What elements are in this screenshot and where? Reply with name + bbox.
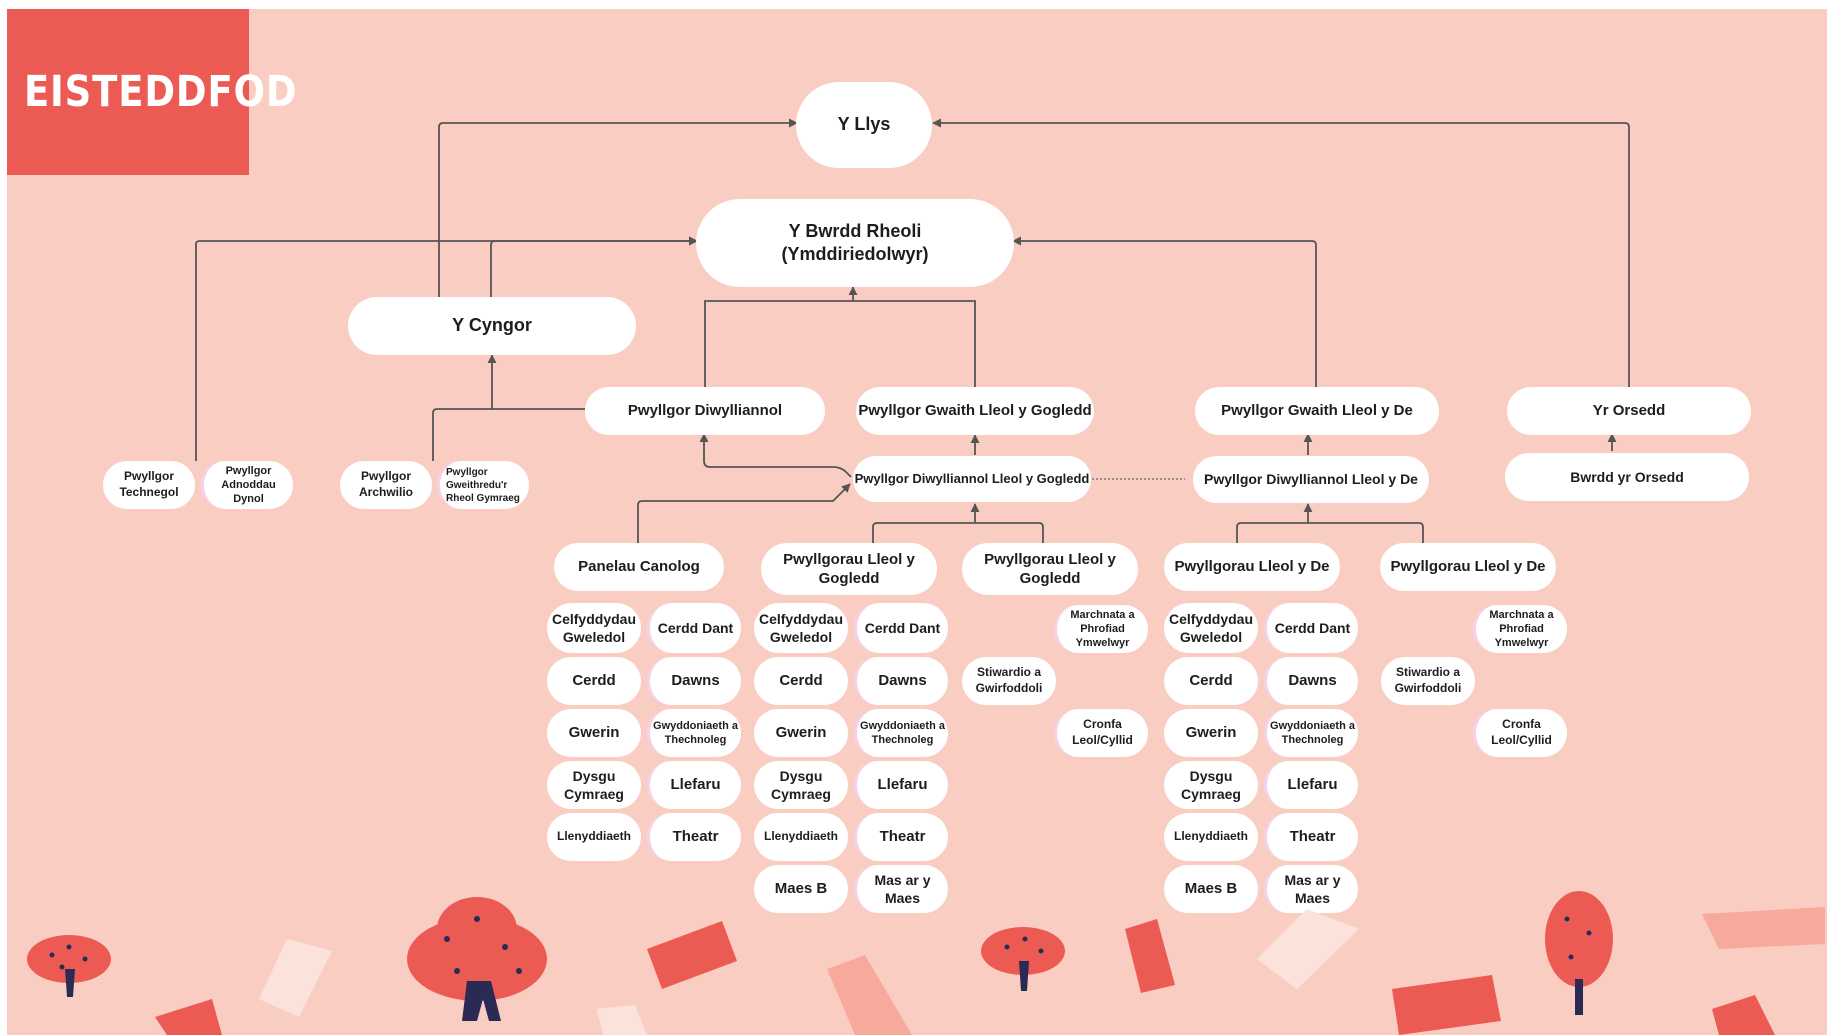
line-dg-diwylliannol — [699, 433, 852, 478]
panel-theatr-d: Theatr — [1264, 813, 1358, 861]
line-cyngor-llys — [438, 118, 798, 297]
panel-theatr-a: Theatr — [647, 813, 741, 861]
node-lleol-gogledd-a: Pwyllgorau Lleol y Gogledd — [761, 543, 937, 595]
node-pwyllgor-diwylliannol: Pwyllgor Diwylliannol — [585, 387, 825, 435]
panel-cerdd-b: Cerdd — [754, 657, 848, 705]
panel-celf-d: Celfyddydau Gweledol — [1164, 603, 1258, 653]
local-stiwardio-c: Stiwardio a Gwirfoddoli — [962, 657, 1056, 705]
node-gwaith-gogledd: Pwyllgor Gwaith Lleol y Gogledd — [856, 387, 1094, 435]
line-gwaithde-bwrdd — [1012, 236, 1317, 387]
panel-gwyddoniaeth-d: Gwyddoniaeth a Thechnoleg — [1264, 709, 1358, 757]
line-technegol-bwrdd — [195, 236, 698, 461]
node-diwylliannol-gogledd: Pwyllgor Diwylliannol Lleol y Gogledd — [853, 456, 1091, 502]
line-bracket-de — [1236, 522, 1424, 543]
line-bracket-gogledd — [872, 522, 1044, 543]
node-panelau-canolog: Panelau Canolog — [554, 543, 724, 591]
panel-cerdd-a: Cerdd — [547, 657, 641, 705]
panel-maes-b-b: Maes B — [754, 865, 848, 913]
node-lleol-de-a: Pwyllgorau Lleol y De — [1164, 543, 1340, 591]
line-bracket-bwrdd — [704, 300, 976, 387]
panel-llenyddiaeth-b: Llenyddiaeth — [754, 813, 848, 861]
node-gwaith-de: Pwyllgor Gwaith Lleol y De — [1195, 387, 1439, 435]
tree-icon-3 — [981, 927, 1065, 991]
panel-maes-b-d: Maes B — [1164, 865, 1258, 913]
line-diwylliannol-cyngor — [487, 354, 585, 410]
node-lleol-gogledd-b: Pwyllgorau Lleol y Gogledd — [962, 543, 1138, 595]
panel-dysgu-a: Dysgu Cymraeg — [547, 761, 641, 809]
node-y-cyngor: Y Cyngor — [348, 297, 636, 355]
panel-celf-a: Celfyddydau Gweledol — [547, 603, 641, 653]
panel-llenyddiaeth-d: Llenyddiaeth — [1164, 813, 1258, 861]
panel-theatr-b: Theatr — [854, 813, 948, 861]
line-orsedd-llys — [932, 118, 1630, 387]
tree-icon-4 — [1545, 891, 1613, 1015]
local-marchnata-c: Marchnata a Phrofiad Ymwelwyr — [1054, 605, 1148, 653]
panel-mas-d: Mas ar y Maes — [1264, 865, 1358, 913]
node-archwilio: Pwyllgor Archwilio — [340, 461, 432, 509]
local-cronfa-c: Cronfa Leol/Cyllid — [1054, 709, 1148, 757]
panel-gwerin-d: Gwerin — [1164, 709, 1258, 757]
panel-cerdd-dant-b: Cerdd Dant — [854, 603, 948, 653]
panel-dysgu-b: Dysgu Cymraeg — [754, 761, 848, 809]
panel-llenyddiaeth-a: Llenyddiaeth — [547, 813, 641, 861]
panel-gwyddoniaeth-b: Gwyddoniaeth a Thechnoleg — [854, 709, 948, 757]
panel-dawns-b: Dawns — [854, 657, 948, 705]
local-cronfa-e: Cronfa Leol/Cyllid — [1473, 709, 1567, 757]
node-lleol-de-b: Pwyllgorau Lleol y De — [1380, 543, 1556, 591]
panel-celf-b: Celfyddydau Gweledol — [754, 603, 848, 653]
panel-gwerin-a: Gwerin — [547, 709, 641, 757]
confetti-shapes — [155, 907, 1825, 1035]
line-panelau-dg — [637, 483, 851, 543]
tree-icon-2 — [407, 897, 547, 1021]
diagram-canvas: EISTEDDFOD — [7, 9, 1827, 1035]
node-adnoddau-dynol: Pwyllgor Adnoddau Dynol — [201, 461, 293, 509]
line-archwilio-cyngor — [432, 408, 492, 461]
node-y-llys: Y Llys — [796, 82, 932, 168]
panel-dawns-a: Dawns — [647, 657, 741, 705]
panel-gwerin-b: Gwerin — [754, 709, 848, 757]
panel-llefaru-b: Llefaru — [854, 761, 948, 809]
node-bwrdd-yr-orsedd: Bwrdd yr Orsedd — [1505, 453, 1749, 501]
node-yr-orsedd: Yr Orsedd — [1507, 387, 1751, 435]
connector-lines — [195, 118, 1630, 543]
node-bwrdd-rheoli-line1: Y Bwrdd Rheoli — [788, 220, 922, 241]
panel-llefaru-d: Llefaru — [1264, 761, 1358, 809]
panel-cerdd-dant-d: Cerdd Dant — [1264, 603, 1358, 653]
panel-dawns-d: Dawns — [1264, 657, 1358, 705]
line-cyngor-bwrdd — [490, 236, 698, 297]
local-stiwardio-e: Stiwardio a Gwirfoddoli — [1381, 657, 1475, 705]
decorative-footer — [27, 891, 1825, 1035]
tree-icon-1 — [27, 935, 111, 997]
node-gweithredu-rheol: Pwyllgor Gweithredu'r Rheol Gymraeg — [437, 461, 529, 509]
panel-cerdd-dant-a: Cerdd Dant — [647, 603, 741, 653]
panel-llefaru-a: Llefaru — [647, 761, 741, 809]
panel-mas-b: Mas ar y Maes — [854, 865, 948, 913]
node-technegol: Pwyllgor Technegol — [103, 461, 195, 509]
local-marchnata-e: Marchnata a Phrofiad Ymwelwyr — [1473, 605, 1567, 653]
panel-cerdd-d: Cerdd — [1164, 657, 1258, 705]
node-diwylliannol-de: Pwyllgor Diwylliannol Lleol y De — [1193, 456, 1429, 503]
panel-gwyddoniaeth-a: Gwyddoniaeth a Thechnoleg — [647, 709, 741, 757]
node-bwrdd-rheoli: Y Bwrdd Rheoli (Ymddiriedolwyr) — [696, 199, 1014, 287]
node-bwrdd-rheoli-line2: (Ymddiriedolwyr) — [781, 244, 929, 264]
panel-dysgu-d: Dysgu Cymraeg — [1164, 761, 1258, 809]
